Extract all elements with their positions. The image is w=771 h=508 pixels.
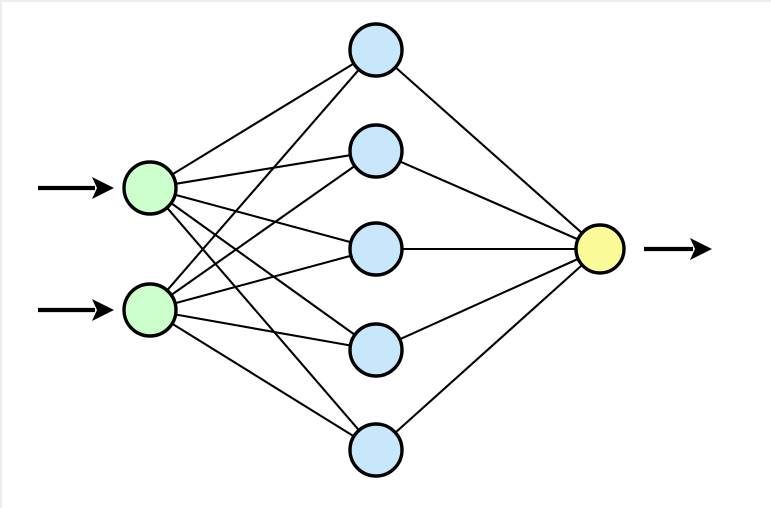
edge-i1-to-h4 bbox=[168, 201, 358, 337]
hidden-node-h5[interactable] bbox=[348, 422, 404, 478]
edge-i2-to-h4 bbox=[173, 313, 353, 347]
edge-i2-to-h5 bbox=[169, 321, 357, 439]
input-node-i1[interactable] bbox=[122, 160, 178, 216]
edge-i2-to-h2 bbox=[168, 164, 358, 297]
input-node-i2[interactable] bbox=[122, 282, 178, 338]
hidden-node-h2[interactable] bbox=[348, 123, 404, 179]
input-arrow-1-head bbox=[92, 177, 114, 199]
edge-h5-to-o1 bbox=[393, 262, 585, 435]
edge-i1-to-h1 bbox=[169, 61, 357, 177]
hidden-node-h4[interactable] bbox=[348, 322, 404, 378]
edge-h4-to-o1 bbox=[397, 257, 581, 341]
input-arrow-2-head bbox=[92, 299, 114, 321]
edge-i1-to-h3 bbox=[172, 193, 354, 244]
edge-group bbox=[164, 61, 585, 439]
node-group bbox=[122, 22, 626, 478]
output-node-o1[interactable] bbox=[574, 223, 626, 275]
io-arrow-group bbox=[38, 177, 712, 321]
edge-i1-to-h2 bbox=[173, 153, 353, 186]
hidden-node-h3[interactable] bbox=[348, 221, 404, 277]
hidden-node-h1[interactable] bbox=[348, 22, 404, 78]
edge-h1-to-o1 bbox=[393, 65, 585, 236]
edge-h2-to-o1 bbox=[397, 159, 581, 242]
output-arrow-1-head bbox=[690, 238, 712, 260]
edge-i2-to-h3 bbox=[172, 254, 354, 305]
edge-i2-to-h1 bbox=[165, 67, 361, 293]
edge-i1-to-h5 bbox=[164, 205, 362, 433]
